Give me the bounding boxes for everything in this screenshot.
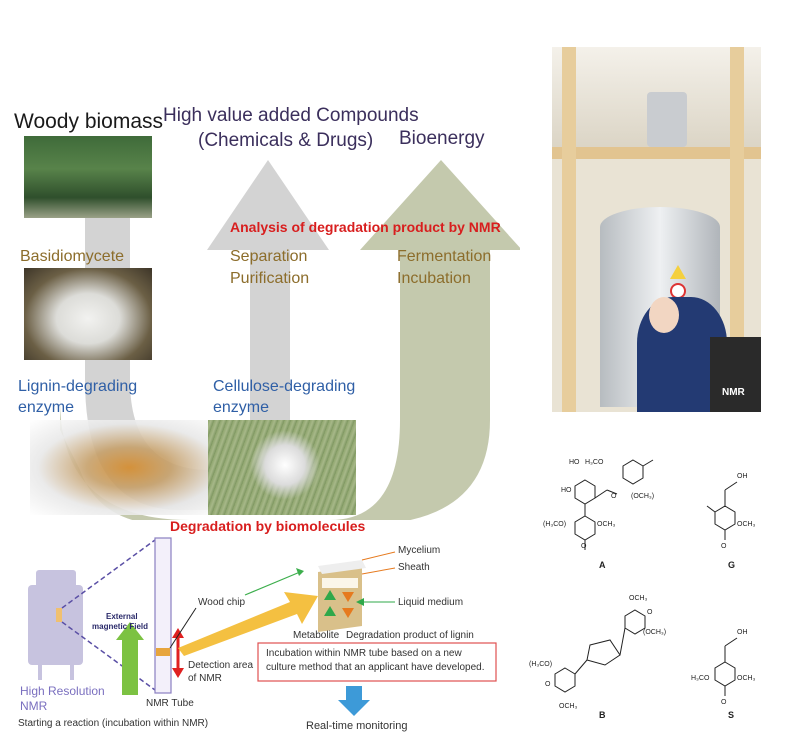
struct-g-oh: OH: [737, 473, 748, 480]
struct-a-ho-2: HO: [561, 487, 572, 494]
structure-label-a: A: [599, 560, 606, 570]
structure-a-ring-2: [574, 515, 596, 541]
structure-label-g: G: [728, 560, 735, 570]
detection-label-1: Detection area: [188, 660, 254, 671]
basidiomycete-label: Basidiomycete: [20, 248, 125, 265]
external-field-label-1: External: [106, 612, 138, 621]
monitoring-arrow: [338, 686, 370, 716]
structure-b-furan: [586, 639, 621, 666]
detection-label-2: of NMR: [188, 673, 222, 684]
incubation-box-text-2: culture method that an applicant have de…: [266, 662, 485, 673]
green-u-arrow: [60, 160, 520, 520]
nmr-diagram: [28, 537, 497, 716]
fungus-photo: [24, 268, 152, 360]
incubation-label: Incubation: [397, 270, 471, 287]
high-value-title: High value added Compounds: [163, 105, 419, 126]
struct-b-och3-paren: (OCH₃): [643, 629, 666, 636]
chemical-structures: HO H₃CO O HO (OCH₃) (H₃CO) OCH₃ O OH OCH…: [529, 459, 756, 720]
structure-a-ring-1: [574, 479, 596, 505]
nmr-brand-label: NMR: [722, 387, 745, 398]
struct-a-o: O: [581, 543, 587, 550]
struct-a-o-link: O: [611, 493, 617, 500]
analysis-label: Analysis of degradation product by NMR: [230, 219, 501, 235]
high-res-label-2: NMR: [20, 699, 48, 713]
struct-a-ho: HO: [569, 459, 580, 466]
field-arrow: [116, 622, 144, 695]
fermentation-label: Fermentation: [397, 248, 492, 265]
struct-b-och3: OCH₃: [629, 595, 648, 602]
cellulose-enzyme-label-2: enzyme: [213, 399, 270, 416]
lignin-enzyme-image: [30, 420, 210, 515]
nmr-magnet: [28, 585, 83, 665]
sheath-label: Sheath: [398, 562, 430, 573]
struct-b-och3-2: OCH₃: [559, 703, 578, 710]
high-value-subtitle: (Chemicals & Drugs): [198, 130, 374, 151]
external-field-label-2: magnetic Field: [92, 622, 149, 631]
starting-label: Starting a reaction (incubation within N…: [18, 718, 209, 729]
struct-a-och3: OCH₃: [597, 521, 616, 528]
struct-g-o: O: [721, 543, 727, 550]
struct-b-h3co-paren: (H₃CO): [529, 661, 552, 668]
cellulose-enzyme-label-1: Cellulose-degrading: [213, 378, 356, 395]
nmr-facility-photo: NMR: [552, 47, 761, 412]
high-res-label-1: High Resolution: [20, 684, 105, 698]
lignin-enzyme-label-2: enzyme: [18, 399, 75, 416]
structure-g-ring: [714, 505, 736, 531]
struct-g-och3: OCH₃: [737, 521, 756, 528]
forest-photo: [24, 136, 152, 218]
struct-b-o-2: O: [545, 681, 551, 688]
bioenergy-label: Bioenergy: [399, 128, 485, 149]
realtime-label: Real-time monitoring: [306, 720, 408, 732]
struct-s-oh: OH: [737, 629, 748, 636]
nmr-tube: [154, 537, 172, 694]
nmr-tube-label: NMR Tube: [146, 698, 194, 709]
incubation-box-text-1: Incubation within NMR tube based on a ne…: [266, 648, 462, 659]
structure-label-s: S: [728, 710, 734, 720]
struct-a-h3co-paren: (H₃CO): [543, 521, 566, 528]
zoom-arrow: [178, 592, 318, 656]
mycelium-label: Mycelium: [398, 545, 441, 556]
structure-b-ring-2: [554, 667, 576, 693]
struct-a-h3co: H₃CO: [585, 459, 604, 466]
struct-b-o: O: [647, 609, 653, 616]
structure-s-ring: [714, 661, 736, 687]
purification-label: Purification: [230, 270, 310, 287]
struct-s-och3: OCH₃: [737, 675, 756, 682]
liquid-medium-label: Liquid medium: [398, 597, 464, 608]
woody-biomass-label: Woody biomass: [14, 110, 164, 133]
struct-s-h3co: H₃CO: [691, 675, 710, 682]
incubation-box: [257, 642, 497, 682]
structure-b-ring-1: [624, 609, 646, 635]
struct-a-och3-paren: (OCH₃): [631, 493, 654, 500]
lignin-enzyme-label-1: Lignin-degrading: [18, 378, 138, 395]
structure-label-b: B: [599, 710, 606, 720]
struct-s-o: O: [721, 699, 727, 706]
degradation-label: Degradation by biomolecules: [170, 518, 366, 534]
metabolite-label: Metabolite: [293, 630, 340, 641]
separation-label: Separation: [230, 248, 308, 265]
wood-chip-label: Wood chip: [198, 597, 246, 608]
degradation-product-label: Degradation product of lignin: [346, 630, 474, 641]
